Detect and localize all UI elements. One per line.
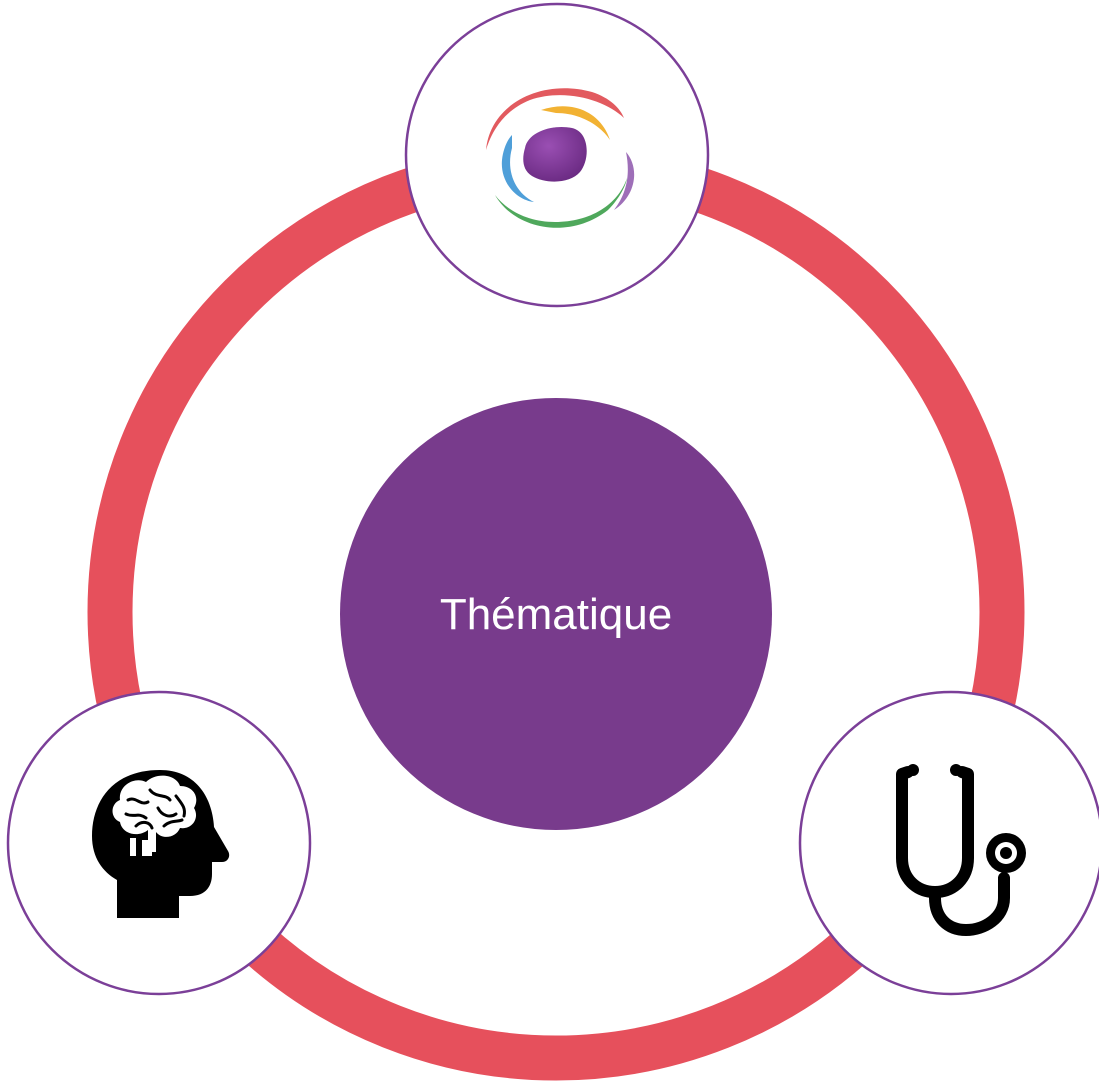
top-node bbox=[404, 2, 710, 308]
center-node: Thématique bbox=[340, 398, 772, 830]
center-label: Thématique bbox=[440, 590, 672, 639]
colorful-swirl-logo-icon bbox=[486, 88, 635, 228]
bottom-right-node bbox=[798, 690, 1099, 996]
head-with-brain-icon bbox=[92, 770, 230, 918]
stethoscope-icon bbox=[896, 764, 1026, 936]
bottom-left-node bbox=[6, 690, 312, 996]
bottom-right-node-circle bbox=[798, 690, 1099, 996]
center-circle bbox=[340, 398, 772, 830]
